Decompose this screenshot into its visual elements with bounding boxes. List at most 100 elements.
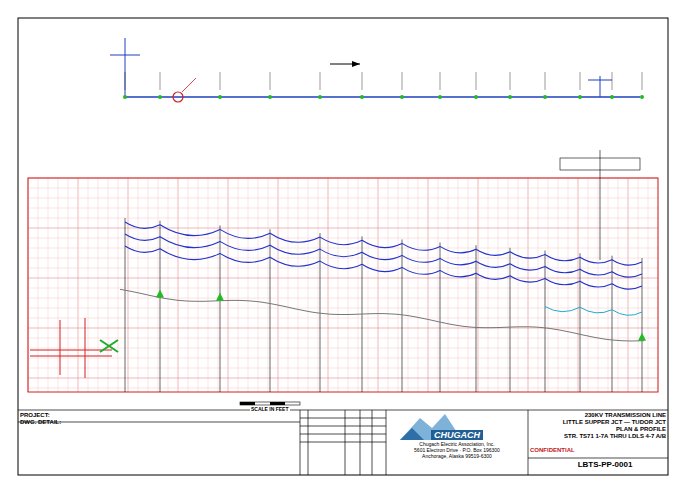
profile-grid bbox=[28, 178, 658, 392]
grid-line bbox=[228, 178, 229, 392]
grid-line bbox=[308, 178, 309, 392]
structure-tick bbox=[320, 72, 321, 90]
structure-line bbox=[580, 253, 581, 392]
grid-line bbox=[28, 278, 658, 279]
grid-line bbox=[28, 188, 658, 189]
structure-line bbox=[270, 229, 271, 392]
grid-line bbox=[118, 178, 119, 392]
scale-bar bbox=[240, 402, 300, 405]
structure-line bbox=[125, 218, 126, 392]
grid-line bbox=[28, 328, 658, 329]
structure-detail bbox=[30, 150, 640, 378]
grid-line bbox=[318, 178, 319, 392]
grid-line bbox=[558, 178, 559, 392]
grid-line bbox=[338, 178, 339, 392]
title-text: 230KV TRANSMISSION LINE bbox=[530, 412, 666, 419]
grid-line bbox=[648, 178, 649, 392]
structure-line bbox=[160, 221, 161, 392]
grid-line bbox=[198, 178, 199, 392]
grid-line bbox=[28, 388, 658, 389]
structure-line bbox=[220, 225, 221, 392]
ground-profile bbox=[120, 289, 644, 341]
grid-line bbox=[88, 178, 89, 392]
grid-line bbox=[508, 178, 509, 392]
grid-line bbox=[348, 178, 349, 392]
structure-dot bbox=[578, 95, 582, 99]
grid-border bbox=[28, 178, 658, 392]
grid-line bbox=[108, 178, 109, 392]
grid-line bbox=[298, 178, 299, 392]
structure-tick bbox=[270, 72, 271, 90]
grid-line bbox=[238, 178, 239, 392]
grid-line bbox=[208, 178, 209, 392]
scale-label: SCALE IN FEET bbox=[250, 407, 290, 413]
structure-tick bbox=[580, 72, 581, 90]
structure-dot bbox=[318, 95, 322, 99]
structure-dot bbox=[268, 95, 272, 99]
structure-dot bbox=[400, 95, 404, 99]
grid-line bbox=[168, 178, 169, 392]
title-text: DWG. DETAIL: bbox=[20, 419, 298, 426]
grid-line bbox=[538, 178, 539, 392]
grid-line bbox=[28, 228, 658, 229]
grid-line bbox=[28, 288, 658, 289]
grid-line bbox=[418, 178, 419, 392]
title-text: PLAN & PROFILE bbox=[530, 426, 666, 433]
grid-line bbox=[468, 178, 469, 392]
grid-line bbox=[38, 178, 39, 392]
structure-dot bbox=[508, 95, 512, 99]
grid-line bbox=[148, 178, 149, 392]
grid-line bbox=[578, 178, 579, 392]
structure-tick bbox=[612, 72, 613, 90]
grid-line bbox=[28, 308, 658, 309]
sheet-border bbox=[18, 18, 668, 475]
structure-tick bbox=[440, 72, 441, 90]
grid-line bbox=[438, 178, 439, 392]
grid-line bbox=[58, 178, 59, 392]
grid-line bbox=[548, 178, 549, 392]
grid-line bbox=[258, 178, 259, 392]
structure-dot bbox=[610, 95, 614, 99]
grid-line bbox=[188, 178, 189, 392]
grid-line bbox=[158, 178, 159, 392]
title-text: LBTS-PP-0001 bbox=[560, 460, 650, 469]
title-text: Anchorage, Alaska 99519-6300 bbox=[390, 454, 524, 460]
ground-wire bbox=[545, 306, 642, 315]
conductor-curve bbox=[125, 234, 642, 277]
grid-line bbox=[28, 318, 658, 319]
grid-line bbox=[518, 178, 519, 392]
structure-line bbox=[612, 256, 613, 392]
title-block-cell: PROJECT:DWG. DETAIL: bbox=[20, 412, 298, 434]
structure-dot bbox=[360, 95, 364, 99]
structure-tick bbox=[510, 72, 511, 90]
structure-triangle bbox=[216, 293, 224, 301]
grid-line bbox=[328, 178, 329, 392]
grid-line bbox=[268, 178, 269, 392]
grid-line bbox=[28, 338, 658, 339]
grid-line bbox=[398, 178, 399, 392]
grid-line bbox=[628, 178, 629, 392]
grid-line bbox=[98, 178, 99, 392]
grid-line bbox=[408, 178, 409, 392]
grid-line bbox=[138, 178, 139, 392]
structure-dot bbox=[640, 95, 644, 99]
grid-line bbox=[28, 378, 658, 379]
conductor-curve bbox=[125, 246, 642, 289]
grid-line bbox=[528, 178, 529, 392]
grid-line bbox=[28, 208, 658, 209]
structure-tick bbox=[125, 72, 126, 90]
structure-tick bbox=[160, 72, 161, 90]
grid-line bbox=[478, 178, 479, 392]
grid-line bbox=[48, 178, 49, 392]
grid-line bbox=[248, 178, 249, 392]
structure-dot bbox=[438, 95, 442, 99]
grid-line bbox=[598, 178, 599, 392]
structure-tick bbox=[476, 72, 477, 90]
grid-line bbox=[218, 178, 219, 392]
structure-tick bbox=[402, 72, 403, 90]
structure-triangle bbox=[638, 333, 646, 341]
title-block-cell: LBTS-PP-0001 bbox=[560, 460, 650, 473]
structure-tick bbox=[362, 72, 363, 90]
structure-tick bbox=[642, 72, 643, 90]
